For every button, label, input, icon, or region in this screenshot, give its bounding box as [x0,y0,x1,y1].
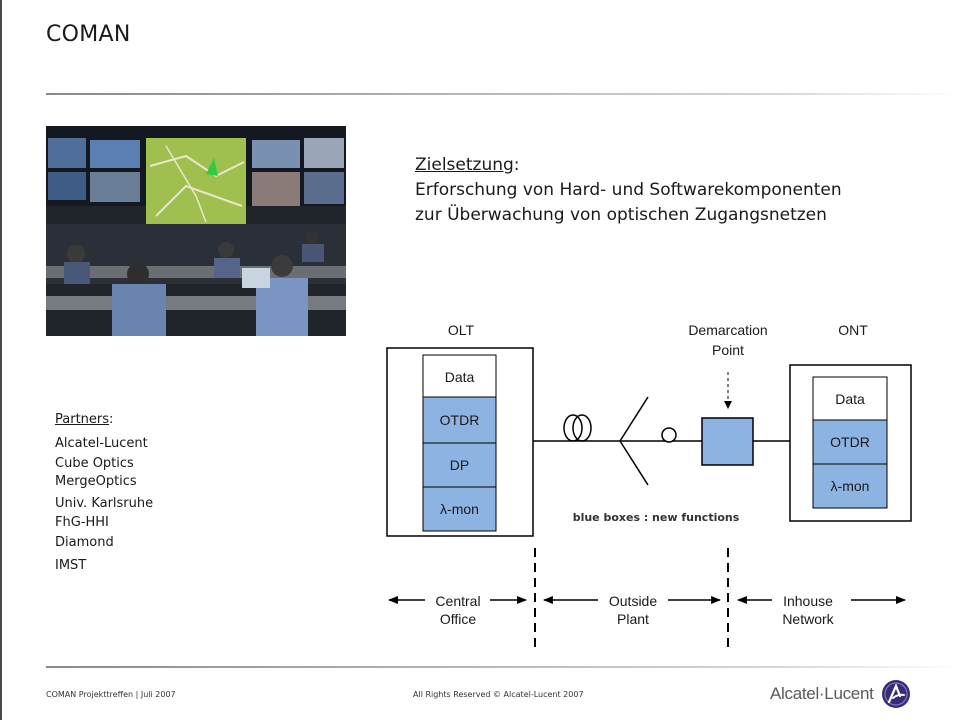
splitter-icon [619,396,649,442]
footer-divider [46,666,960,668]
partners-heading: Partners [55,412,110,427]
goal-line-1: Erforschung von Hard- und Softwarekompon… [415,180,842,200]
demarcation-label-line2: Point [712,342,744,358]
legend-note: blue boxes : new functions [573,511,740,524]
partner-item: Alcatel-Lucent [55,436,148,451]
ont-lambda-mon-label: λ-mon [831,478,870,494]
partner-item: Univ. Karlsruhe [55,496,154,511]
ont-otdr-block [812,419,888,465]
goal-heading-line: Zielsetzung: [415,153,842,178]
brand-logo: Alcatel·Lucent [770,678,912,710]
slide-title: COMAN [46,22,131,47]
partner-item: FhG-HHI [55,515,109,530]
olt-dp-label: DP [450,457,469,473]
ont-otdr-label: OTDR [830,434,870,450]
olt-data-block [422,354,497,398]
goal-heading: Zielsetzung [415,155,514,175]
partner-item: Cube Optics [55,456,134,471]
footer-project: COMAN Projekttreffen | Juli 2007 [46,690,176,699]
fiber-coil-icon [563,414,583,442]
demarcation-point-box [701,417,754,466]
olt-dp-block [422,442,497,488]
slide-left-border [0,0,2,720]
olt-otdr-label: OTDR [440,412,480,428]
ont-label: ONT [838,322,868,338]
zone-central-office-line1: Central [435,593,480,609]
olt-label: OLT [448,322,475,338]
ont-lambda-mon-block [812,463,888,509]
fiber-coil-icon [572,414,592,442]
olt-lambda-mon-label: λ-mon [440,501,479,517]
zone-inhouse-network-line2: Network [782,611,834,627]
partner-item: IMST [55,558,87,573]
demarcation-label-line1: Demarcation [688,322,767,338]
zone-central-office-line2: Office [440,611,477,627]
ont-data-block [812,376,888,421]
goal-line-2: zur Überwachung von optischen Zugangsnet… [415,205,827,225]
partners-heading-line: Partners: [55,412,113,427]
control-room-photo [46,126,346,336]
zone-inhouse-network-line1: Inhouse [783,593,833,609]
partner-item: Diamond [55,535,114,550]
footer-copyright: All Rights Reserved © Alcatel-Lucent 200… [413,690,584,699]
olt-data-label: Data [445,369,475,385]
partner-item: MergeOptics [55,474,137,489]
goal-heading-colon: : [513,155,520,175]
goal-text: Zielsetzung: Erforschung von Hard- und S… [415,153,842,228]
splitter-icon [619,440,649,486]
ont-data-label: Data [835,391,865,407]
zone-outside-plant-line1: Outside [609,593,657,609]
connector-icon [661,427,677,443]
brand-name: Alcatel·Lucent [770,684,874,703]
alcatel-lucent-logo-icon [881,680,910,708]
title-divider [46,93,960,95]
partners-heading-colon: : [109,412,114,427]
zone-outside-plant-line2: Plant [617,611,649,627]
olt-lambda-mon-block [422,486,497,532]
